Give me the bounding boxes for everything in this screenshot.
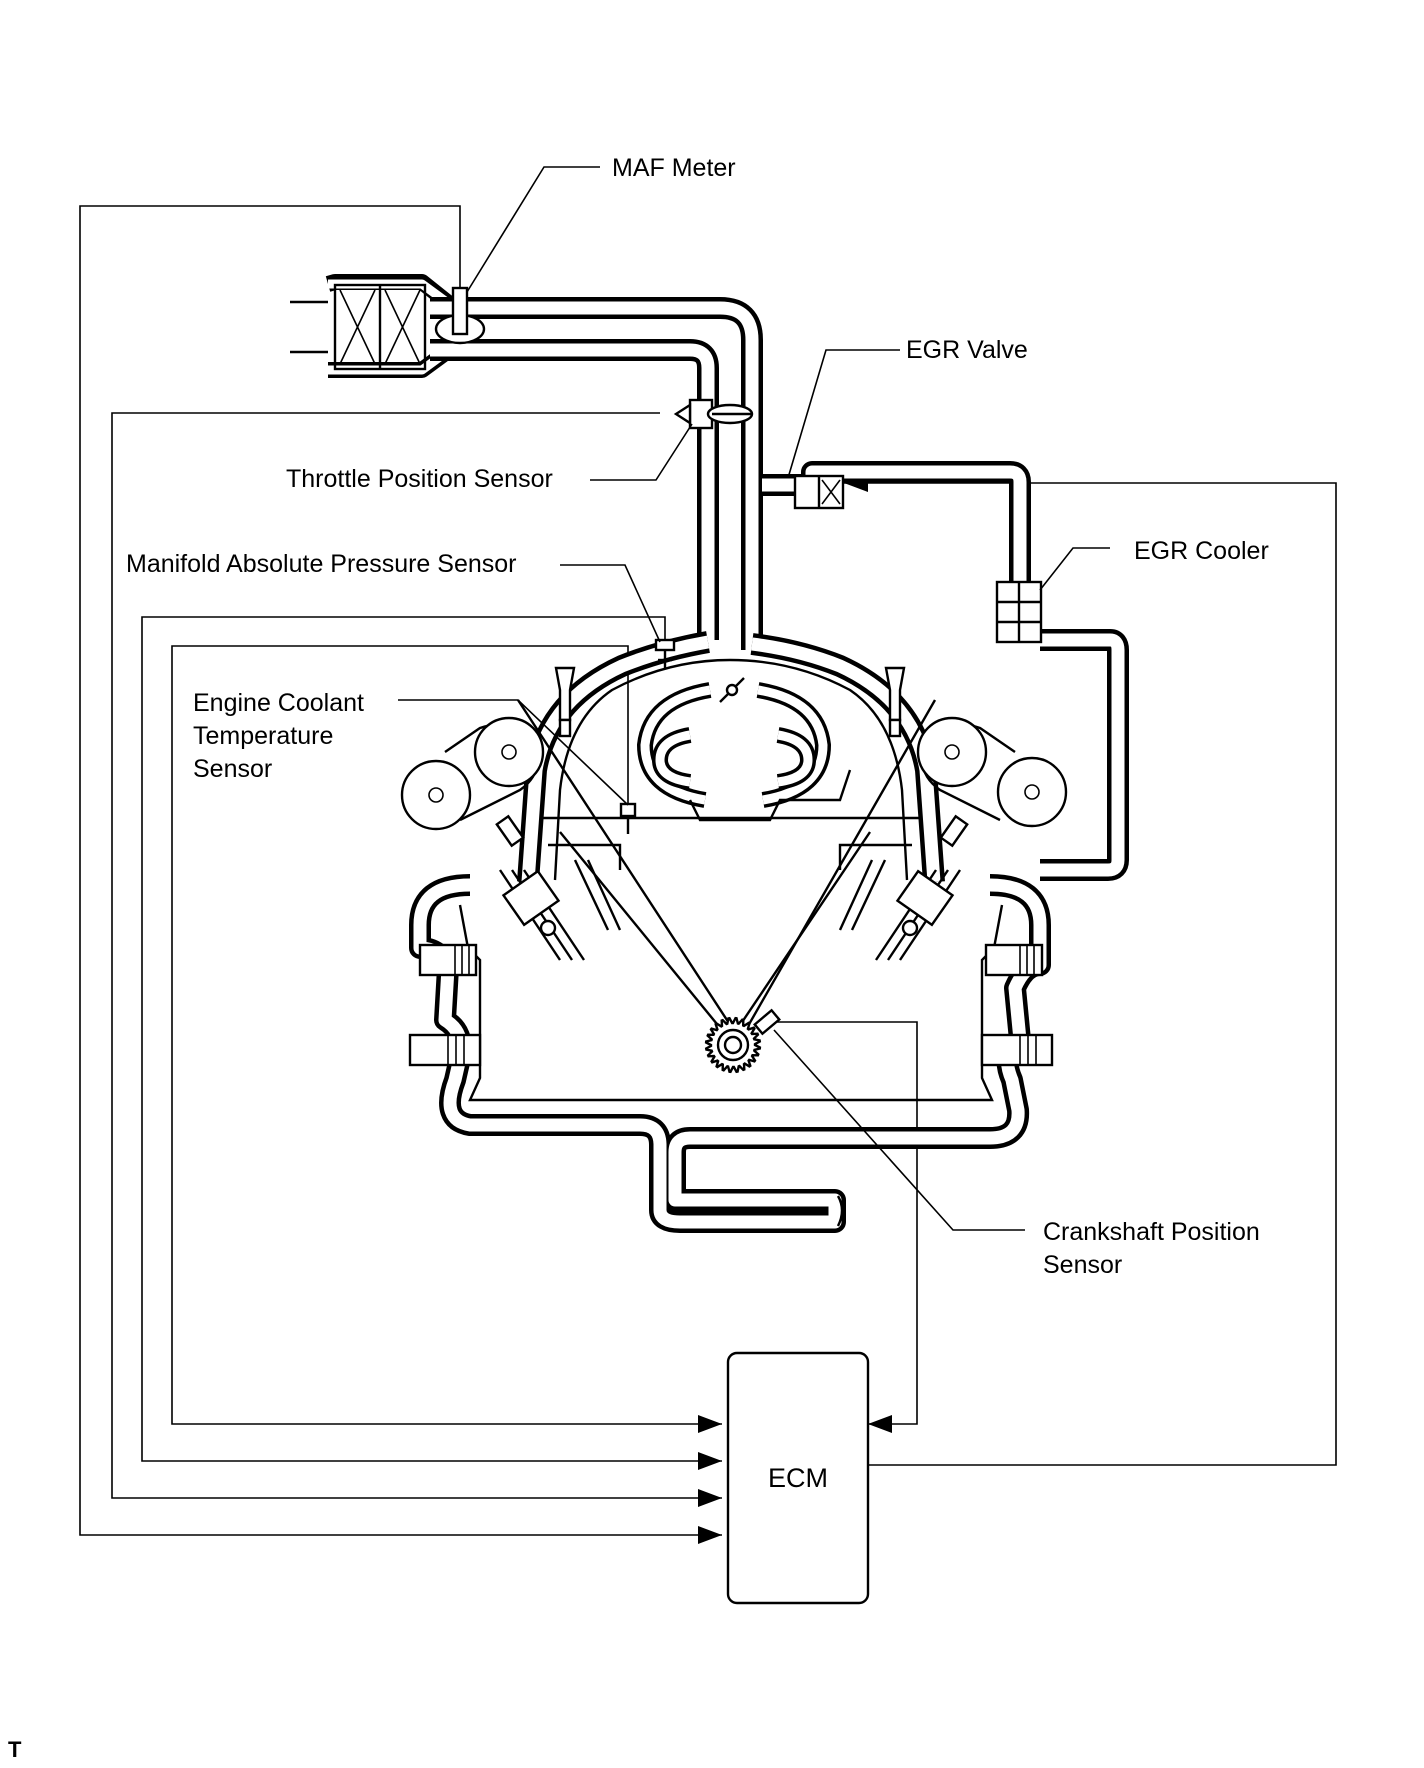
crankshaft-gear (704, 1016, 762, 1074)
ecm-box: ECM (726, 1351, 870, 1605)
corner-mark: T (8, 1737, 22, 1762)
crankshaft-position-sensor-label-line1: Crankshaft Position (1043, 1218, 1260, 1246)
egr-cooler-label: EGR Cooler (1134, 537, 1269, 565)
throttle-signal-wire (111, 412, 722, 1507)
crankshaft-position-sensor-label-line2: Sensor (1043, 1251, 1122, 1279)
ckp-sensor (753, 1008, 781, 1036)
exhaust-system (408, 874, 1054, 1233)
engine-coolant-temperature-sensor-label-line1: Engine Coolant (193, 689, 364, 717)
timing-belts (400, 716, 1068, 831)
egr-valve-label: EGR Valve (906, 336, 1028, 364)
egr-valve (793, 474, 845, 510)
signal-wires (79, 205, 1337, 1544)
labels: MAF Meter EGR Valve Throttle Position Se… (8, 154, 1269, 1762)
intake-duct (430, 297, 763, 650)
manifold-absolute-pressure-sensor-label: Manifold Absolute Pressure Sensor (126, 550, 517, 578)
throttle-position-sensor-label: Throttle Position Sensor (286, 465, 553, 493)
egr-control-wire (844, 474, 1337, 1466)
ecm-label: ECM (768, 1463, 828, 1493)
engine-coolant-temperature-sensor-label-line2: Temperature (193, 722, 333, 750)
top-injectors (554, 666, 906, 738)
leader-lines (398, 166, 1110, 1231)
air-cleaner (290, 274, 460, 378)
ect-signal-wire (171, 645, 722, 1433)
throttle-body (673, 398, 754, 430)
engine-coolant-temperature-sensor-label-line3: Sensor (193, 755, 272, 783)
ckp-signal-wire (775, 1021, 918, 1433)
egr-system (762, 461, 1129, 881)
maf-signal-wire (79, 205, 722, 1544)
map-sensor (654, 638, 676, 668)
crankshaft-center (723, 1035, 743, 1055)
egr-cooler (995, 580, 1043, 644)
maf-meter-label: MAF Meter (612, 154, 736, 182)
map-signal-wire (141, 616, 722, 1470)
maf-meter (434, 286, 486, 345)
